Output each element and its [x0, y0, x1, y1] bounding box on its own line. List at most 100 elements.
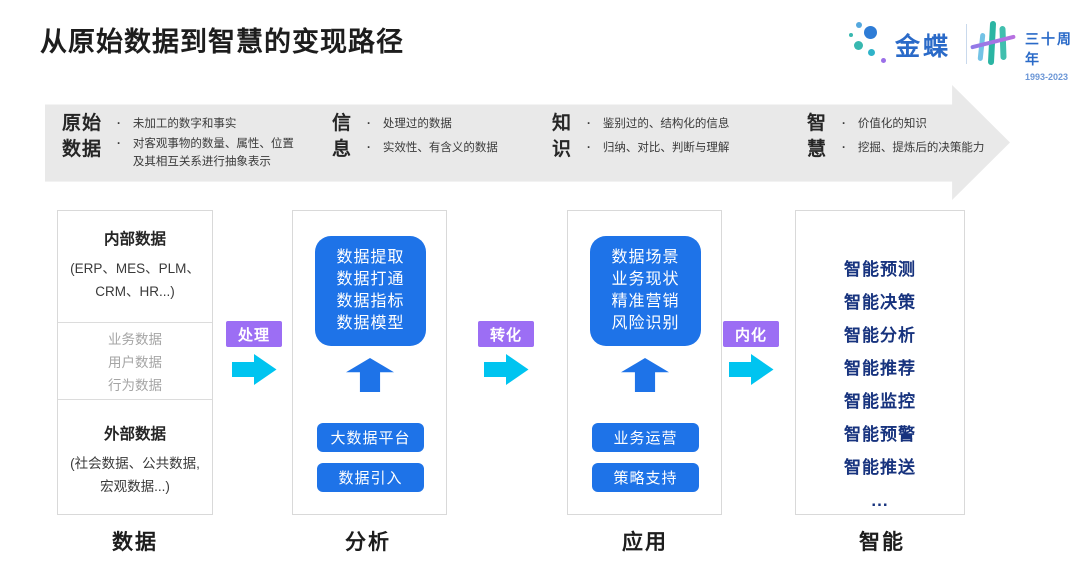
middle-data-section: 业务数据 用户数据 行为数据 [58, 323, 212, 399]
logo-dot-icon [849, 33, 853, 37]
application-card-line: 数据场景 [611, 249, 680, 266]
stage-name: 信 息 [332, 113, 353, 160]
analysis-column-box: 数据提取 数据打通 数据指标 数据模型 大数据平台 数据引入 [292, 210, 447, 515]
logo-dot-icon [864, 26, 877, 39]
bullet-text: 处理过的数据 [382, 118, 452, 130]
stage-information: 信 息 · 处理过的数据 · 实效性、有含义的数据 [332, 111, 498, 163]
bullet-item: · 处理过的数据 [367, 115, 498, 133]
column-label-analysis: 分析 [345, 531, 391, 554]
anniversary-stroke-icon [999, 25, 1007, 61]
logo-divider [966, 24, 967, 64]
application-card: 数据场景 业务现状 精准营销 风险识别 [590, 236, 701, 346]
internal-data-title: 内部数据 [103, 231, 166, 248]
business-operation-button[interactable]: 业务运营 [592, 423, 699, 452]
stage-bullets: · 价值化的知识 · 挖掘、提炼后的决策能力 [842, 111, 984, 163]
external-data-section: 外部数据 (社会数据、公共数据, 宏观数据...) [58, 400, 212, 498]
bullet-item: · 对客观事物的数量、属性、位置及其相互关系进行抽象表示 [117, 135, 295, 171]
intelligence-item: 智能推送 [844, 458, 916, 477]
bullet-item: · 价值化的知识 [842, 115, 984, 133]
bullet-text: 对客观事物的数量、属性、位置及其相互关系进行抽象表示 [132, 138, 294, 168]
analysis-card: 数据提取 数据打通 数据指标 数据模型 [315, 236, 426, 346]
banner-content: 原始 数据 · 未加工的数字和事实 · 对客观事物的数量、属性、位置及其相互关系… [45, 85, 1010, 200]
data-column-box: 内部数据 (ERP、MES、PLM、 CRM、HR...) 业务数据 用户数据 … [57, 210, 213, 515]
column-label-application: 应用 [622, 531, 668, 554]
bullet-item: · 实效性、有含义的数据 [367, 139, 498, 157]
brand-name: 金蝶 [895, 33, 952, 61]
anniversary-years: 1993-2023 [1025, 72, 1069, 82]
bullet-item: · 归纳、对比、判断与理解 [587, 139, 729, 157]
process-label: 处理 [226, 321, 282, 347]
application-card-line: 精准营销 [611, 293, 680, 310]
transform-label: 转化 [478, 321, 534, 347]
external-data-detail: (社会数据、公共数据, [70, 456, 200, 471]
analysis-card-line: 数据提取 [336, 249, 405, 266]
bullet-dot-icon: · [367, 118, 371, 130]
connector-internalize: 内化 [722, 321, 780, 385]
intelligence-item: 智能预测 [844, 260, 916, 279]
internal-data-section: 内部数据 (ERP、MES、PLM、 CRM、HR...) [58, 211, 212, 322]
stage-name: 知 识 [552, 113, 573, 160]
right-arrow-icon [728, 354, 774, 385]
middle-data-item: 用户数据 [108, 355, 162, 370]
logo-dot-icon [868, 49, 875, 56]
section-divider [58, 399, 212, 400]
analysis-card-line: 数据打通 [336, 271, 405, 288]
up-arrow-icon [621, 358, 669, 392]
logo-dot-icon [854, 41, 863, 50]
intelligence-column-box: 智能预测 智能决策 智能分析 智能推荐 智能监控 智能预警 智能推送 ... [795, 210, 965, 515]
application-card-line: 风险识别 [611, 315, 680, 332]
right-arrow-icon [483, 354, 529, 385]
analysis-card-line: 数据指标 [336, 293, 405, 310]
bullet-dot-icon: · [842, 118, 846, 130]
analysis-card-line: 数据模型 [336, 315, 405, 332]
stage-bullets: · 处理过的数据 · 实效性、有含义的数据 [367, 111, 498, 163]
logo-dot-icon [856, 22, 862, 28]
external-data-detail: 宏观数据...) [100, 479, 170, 494]
intelligence-ellipsis: ... [871, 491, 889, 510]
page-title: 从原始数据到智慧的变现路径 [40, 27, 404, 57]
internal-data-detail: (ERP、MES、PLM、 [70, 261, 200, 276]
bullet-dot-icon: · [842, 142, 846, 154]
bullet-item: · 未加工的数字和事实 [117, 115, 295, 133]
connector-process: 处理 [225, 321, 283, 385]
connector-transform: 转化 [477, 321, 535, 385]
stage-raw-data: 原始 数据 · 未加工的数字和事实 · 对客观事物的数量、属性、位置及其相互关系… [62, 111, 295, 171]
bullet-text: 鉴别过的、结构化的信息 [602, 118, 730, 130]
logo-dot-icon [881, 58, 886, 63]
anniversary-text: 三十周年 1993-2023 [1025, 29, 1073, 82]
section-divider [58, 322, 212, 323]
intelligence-item: 智能预警 [844, 425, 916, 444]
stage-bullets: · 鉴别过的、结构化的信息 · 归纳、对比、判断与理解 [587, 111, 729, 163]
bullet-dot-icon: · [587, 118, 591, 130]
stage-bullets: · 未加工的数字和事实 · 对客观事物的数量、属性、位置及其相互关系进行抽象表示 [117, 111, 295, 171]
middle-data-item: 业务数据 [108, 332, 162, 347]
bullet-dot-icon: · [117, 118, 121, 130]
intelligence-item: 智能分析 [844, 326, 916, 345]
external-data-title: 外部数据 [103, 426, 166, 443]
stage-name: 智 慧 [807, 113, 828, 160]
internal-data-detail: CRM、HR...) [95, 284, 175, 299]
bullet-dot-icon: · [367, 142, 371, 154]
big-data-platform-button[interactable]: 大数据平台 [317, 423, 424, 452]
bullet-text: 未加工的数字和事实 [132, 118, 237, 130]
bullet-item: · 鉴别过的、结构化的信息 [587, 115, 729, 133]
intelligence-item: 智能推荐 [844, 359, 916, 378]
bullet-item: · 挖掘、提炼后的决策能力 [842, 139, 984, 157]
stage-wisdom: 智 慧 · 价值化的知识 · 挖掘、提炼后的决策能力 [807, 111, 984, 163]
bullet-dot-icon: · [587, 142, 591, 154]
anniversary-title: 三十周年 [1025, 31, 1073, 67]
bullet-text: 归纳、对比、判断与理解 [602, 142, 730, 154]
bullet-text: 实效性、有含义的数据 [382, 142, 498, 154]
intelligence-item: 智能监控 [844, 392, 916, 411]
middle-data-item: 行为数据 [108, 378, 162, 393]
data-import-button[interactable]: 数据引入 [317, 463, 424, 492]
up-arrow-icon [346, 358, 394, 392]
bullet-dot-icon: · [117, 138, 121, 150]
application-card-line: 业务现状 [611, 271, 680, 288]
right-arrow-icon [231, 354, 277, 385]
column-label-data: 数据 [112, 531, 158, 554]
column-label-intelligence: 智能 [859, 531, 905, 554]
stage-name: 原始 数据 [62, 113, 103, 160]
strategy-support-button[interactable]: 策略支持 [592, 463, 699, 492]
